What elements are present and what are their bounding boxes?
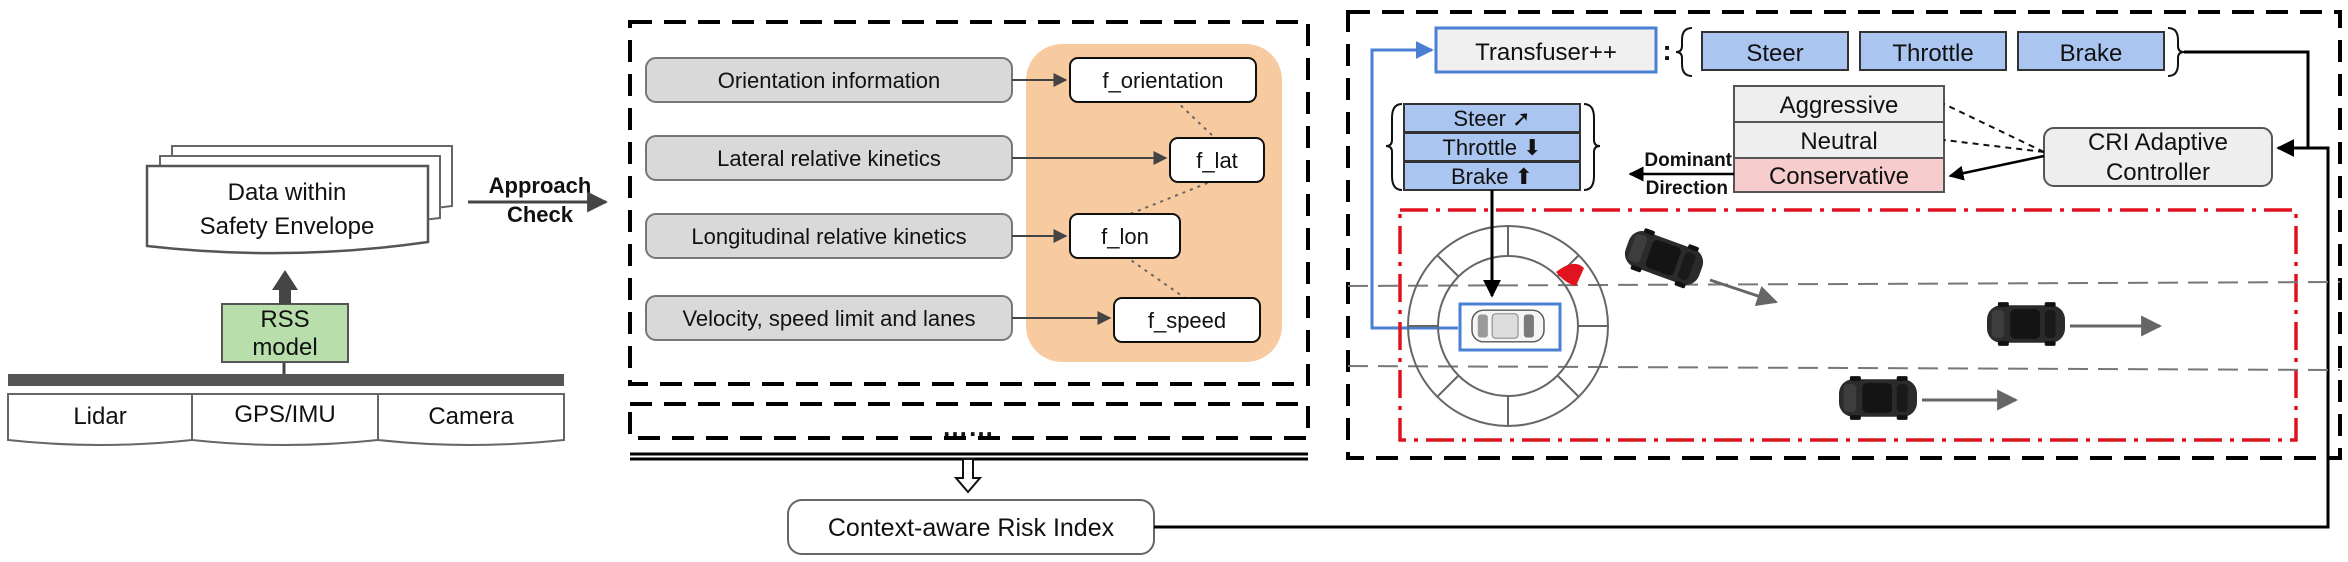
feature-row-lateral: Lateral relative kinetics f_lat [645,135,1265,183]
approach-check-label-2: Check [507,202,574,227]
adj-brace-right [1583,103,1601,191]
tf-brace-right [2167,27,2185,77]
svg-text:Neutral: Neutral [1800,128,1877,155]
function-links [1124,99,1216,299]
sensor-bar [8,374,564,386]
function-f-lon [1069,213,1181,259]
svg-text:Data within: Data within [228,179,347,206]
svg-text:Longitudinal relative kinetics: Longitudinal relative kinetics [691,224,966,249]
control-dashed-frame [1346,10,2342,460]
svg-text:model: model [252,334,317,361]
tf-to-controller-line [2184,50,2310,148]
svg-text:Aggressive: Aggressive [1780,92,1899,119]
mode-selection-links [1943,103,2045,153]
adj-output-steer: Steer ➚ [1403,103,1581,133]
mode-stack: Aggressive Neutral Conservative [1733,85,1945,193]
data-document-stack: Data within Safety Envelope [145,145,453,255]
svg-text:GPS/IMU: GPS/IMU [234,401,335,428]
svg-text:Conservative: Conservative [1769,163,1909,190]
feature-dashed-frame [628,20,1310,386]
svg-text:f_speed: f_speed [1148,308,1226,333]
scene-frame [1398,208,2298,442]
tf-output-throttle: Throttle [1859,31,2007,71]
feature-row-orientation: Orientation information f_orientation [645,57,1257,103]
mode-aggressive [1733,85,1945,123]
svg-text:Safety Envelope: Safety Envelope [200,213,375,240]
tf-output-steer: Steer [1701,31,1849,71]
svg-text:Brake ⬆: Brake ⬆ [1451,164,1533,189]
vehicle-1-direction [1709,278,1778,306]
function-f-lat [1169,137,1265,183]
svg-text:Velocity, speed limit and lane: Velocity, speed limit and lanes [682,306,975,331]
adj-brace-left [1385,103,1403,191]
svg-text:Steer: Steer [1746,40,1803,67]
vehicle-2 [1987,302,2065,346]
dominant-label-2: Direction [1646,178,1728,199]
sensor-camera: Camera [377,393,565,446]
function-panel [1026,44,1282,362]
svg-text:Steer ➚: Steer ➚ [1453,106,1530,131]
svg-text:Orientation information: Orientation information [718,68,941,93]
ego-to-transfuser-line [1370,41,1458,330]
feature-row-longitudinal: Longitudinal relative kinetics f_lon [645,213,1181,259]
svg-text:Brake: Brake [2060,40,2123,67]
svg-text:Lateral relative kinetics: Lateral relative kinetics [717,146,941,171]
adj-output-brake: Brake ⬆ [1403,161,1581,191]
vehicle-1 [1619,224,1709,292]
feature-section: Orientation information f_orientation La… [628,20,1310,555]
approach-check-label-1: Approach [489,173,592,198]
adj-output-throttle: Throttle ⬇ [1403,132,1581,162]
ego-highlight-box [1458,302,1562,352]
feature-row-speed: Velocity, speed limit and lanes f_speed [645,295,1261,343]
sensor-section: Lidar GPS/IMU Camera RSS model Data with… [7,145,609,446]
svg-text:f_lat: f_lat [1196,148,1238,173]
svg-text:Camera: Camera [428,403,514,430]
svg-text:Lidar: Lidar [73,403,126,430]
transfuser-colon: : [1662,35,1671,66]
svg-text:f_orientation: f_orientation [1102,68,1223,93]
sensor-lidar: Lidar [7,393,193,446]
tf-output-brake: Brake [2017,31,2165,71]
tf-brace-left [1675,27,1693,77]
mode-conservative [1733,157,1945,193]
vehicle-3 [1839,376,1917,420]
sensor-gps-imu: GPS/IMU [191,393,379,446]
cri-feedback-line [1154,139,2330,529]
function-f-speed [1113,297,1261,343]
ego-vehicle [1471,309,1545,343]
svg-text:Throttle ⬇: Throttle ⬇ [1442,135,1541,160]
conservative-selection-arrow [1948,154,2045,181]
svg-text:Controller: Controller [2106,159,2210,186]
svg-text:f_lon: f_lon [1101,224,1149,249]
svg-text:RSS: RSS [260,306,309,333]
lane-line-1 [1347,281,2341,287]
svg-text:CRI Adaptive: CRI Adaptive [2088,129,2228,156]
lane-line-2 [1347,365,2341,371]
svg-text:Transfuser++: Transfuser++ [1475,39,1617,66]
dominant-label-1: Dominant [1644,150,1732,171]
rss-up-arrow [272,270,298,304]
ellipsis: …… [942,412,994,442]
function-f-orientation [1069,57,1257,103]
svg-text:Throttle: Throttle [1892,40,1973,67]
rss-model-box: RSS model [221,303,349,363]
cri-down-arrow [953,458,983,494]
cri-label: Context-aware Risk Index [828,514,1115,542]
control-section: Transfuser++ : Steer Throttle Brake CRI … [1154,10,2342,529]
transfuser-box [1434,26,1658,74]
ego-sensor-rings [1407,225,1609,427]
risk-sector-marker [1556,263,1584,286]
feature-dashed-frame-2 [628,402,1310,440]
